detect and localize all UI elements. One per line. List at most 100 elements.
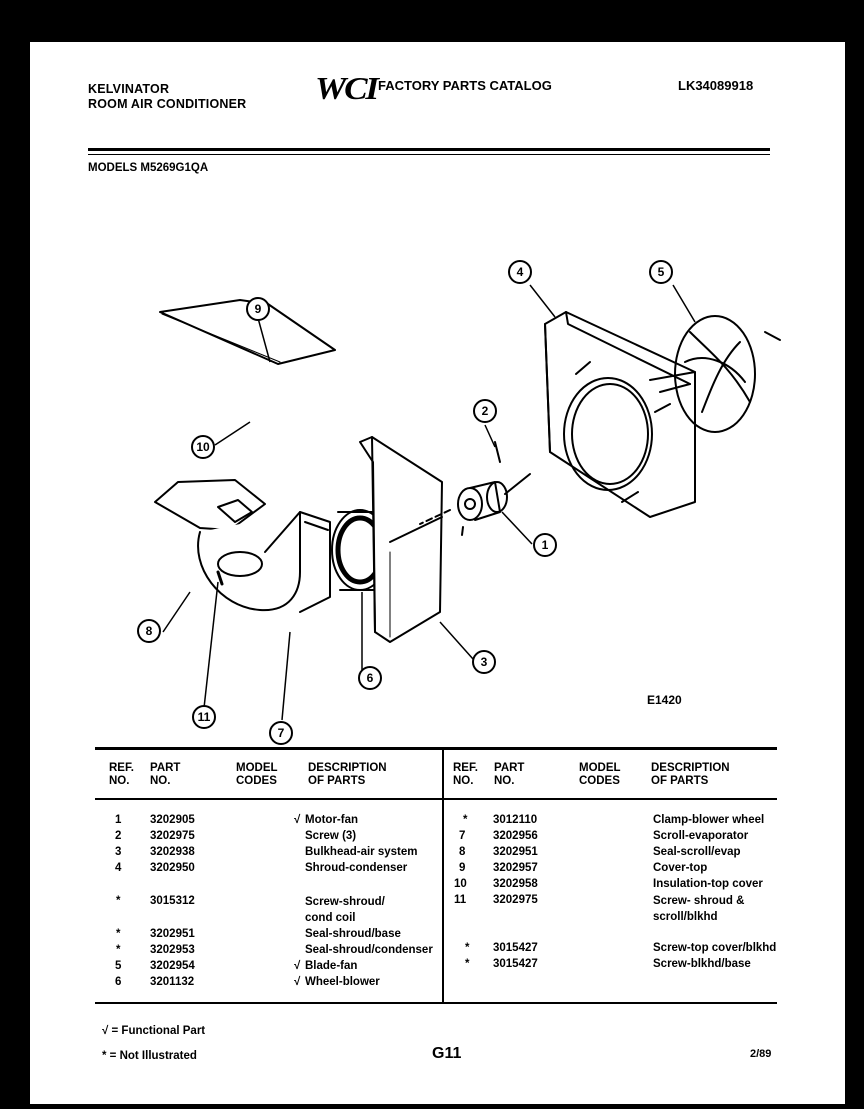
ref-no: * [463,814,468,826]
svg-text:11: 11 [198,710,211,724]
left-header-desc: DESCRIPTION OF PARTS [308,762,387,787]
ref-no: * [116,895,121,907]
callout-3: 3 [472,650,496,674]
part-no: 3202905 [150,814,195,826]
brand-name: KELVINATOR [88,82,170,96]
part-no: 3012110 [493,814,538,826]
ref-no: * [116,944,121,956]
table-bottom-rule [95,1002,777,1004]
catalog-page: KELVINATOR ROOM AIR CONDITIONER WCI FACT… [30,42,845,1104]
svg-text:8: 8 [146,624,153,638]
left-header-part: PART NO. [150,762,181,787]
bulkhead-part [359,436,443,643]
catalog-date: 2/89 [750,1048,772,1060]
legend-functional: √ = Functional Part [102,1025,206,1037]
leader-lines [162,284,696,721]
part-no: 3015427 [493,942,538,954]
callout-8: 8 [137,619,161,643]
callout-7: 7 [269,721,293,745]
functional-mark: √ [294,960,301,972]
right-header-desc: DESCRIPTION OF PARTS [651,762,730,787]
part-no: 3015312 [150,895,195,907]
part-no: 3202975 [493,894,538,906]
screw-part [494,441,501,463]
part-description: Motor-fan [305,814,359,826]
part-description: Scroll-evaporator [653,830,749,842]
blower-scroll-part [154,479,331,613]
left-header-ref: REF. NO. [109,762,134,787]
exploded-parts-diagram: 9 10 2 1 3 4 5 [137,260,781,745]
part-description: Wheel-blower [305,976,380,988]
parts-table: REF. NO. PART NO. MODEL CODES DESCRIPTIO… [95,747,777,1004]
part-description: Bulkhead-air system [305,846,418,858]
ref-no: 2 [115,830,122,842]
table-column-divider [442,747,444,1004]
svg-text:4: 4 [517,265,524,279]
part-no: 3202956 [493,830,538,842]
functional-mark: √ [294,814,301,826]
right-header-part: PART NO. [494,762,525,787]
part-no: 3202951 [150,928,195,940]
ref-no: 10 [454,878,467,890]
top-cover-part [159,299,336,365]
brand-block: KELVINATOR ROOM AIR CONDITIONER [88,82,246,112]
svg-text:7: 7 [278,726,285,740]
svg-text:10: 10 [196,440,210,454]
part-description: Shroud-condenser [305,862,408,874]
ref-no: * [116,928,121,940]
fan-blade-part [674,315,781,433]
ref-no: 3 [115,846,122,858]
part-no: 3201132 [150,976,195,988]
catalog-code: LK34089918 [678,78,754,93]
ref-no: 8 [459,846,466,858]
svg-text:5: 5 [658,265,665,279]
ref-no: 11 [454,894,467,906]
part-description: Screw-top cover/blkhd [653,942,777,954]
callout-10: 10 [191,435,215,459]
product-type: ROOM AIR CONDITIONER [88,97,247,111]
part-description: Screw- shroud & scroll/blkhd [653,895,745,923]
callout-2: 2 [473,399,497,423]
ref-no: 5 [115,960,122,972]
table-header-rule [95,798,777,800]
left-header-model: MODEL CODES [236,762,278,787]
part-description: Seal-shroud/condenser [305,944,433,956]
callout-4: 4 [508,260,532,284]
svg-text:2: 2 [482,404,489,418]
models-line: MODELS M5269G1QA [88,162,209,174]
scroll-screw-part [216,570,224,586]
part-no: 3202975 [150,830,195,842]
part-description: Screw (3) [305,830,357,842]
part-no: 3202950 [150,862,195,874]
table-top-rule [95,747,777,750]
part-description: Insulation-top cover [653,878,763,890]
callout-11: 11 [192,705,216,729]
right-header-ref: REF. NO. [453,762,478,787]
fan-motor-part [419,473,531,536]
page-code: G11 [432,1045,462,1062]
condenser-shroud-part [544,311,696,518]
ref-no: 4 [115,862,122,874]
part-description: Screw-shroud/ cond coil [305,896,385,924]
part-no: 3202958 [493,878,538,890]
figure-code: E1420 [647,693,682,707]
ref-no: 1 [115,814,122,826]
part-description: Seal-shroud/base [305,928,401,940]
svg-text:3: 3 [481,655,488,669]
part-no: 3202954 [150,960,195,972]
part-description: Seal-scroll/evap [653,846,741,858]
callout-6: 6 [358,666,382,690]
ref-no: * [465,958,470,970]
ref-no: 7 [459,830,466,842]
part-description: Blade-fan [305,960,358,972]
callout-1: 1 [533,533,557,557]
svg-text:9: 9 [255,302,262,316]
part-no: 3015427 [493,958,538,970]
part-description: Cover-top [653,862,708,874]
ref-no: 6 [115,976,122,988]
part-description: Clamp-blower wheel [653,814,765,826]
catalog-title: FACTORY PARTS CATALOG [378,78,552,93]
svg-text:6: 6 [367,671,374,685]
header-rule-thin [88,154,770,155]
callout-5: 5 [649,260,673,284]
